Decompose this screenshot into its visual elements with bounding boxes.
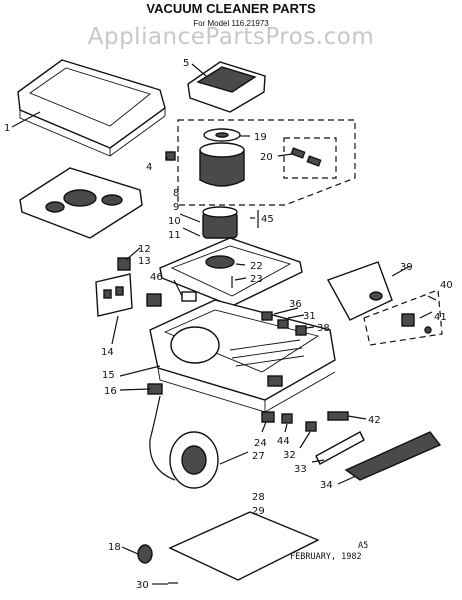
part-plug <box>147 383 163 395</box>
callout-34: 34 <box>320 480 333 491</box>
callout-42: 42 <box>368 415 381 426</box>
callout-8: 8 <box>173 188 179 199</box>
part-36 <box>261 311 273 321</box>
part-24 <box>261 411 275 423</box>
callout-4: 4 <box>146 162 152 173</box>
callout-30: 30 <box>136 580 149 591</box>
part-brush-b <box>306 155 322 167</box>
callout-13: 13 <box>138 256 151 267</box>
part-motor <box>199 128 245 187</box>
callout-19: 19 <box>254 132 267 143</box>
part-seal <box>205 255 235 269</box>
callout-22: 22 <box>250 261 263 272</box>
callout-labels: 1 5 4 8 9 10 11 12 13 46 14 15 16 19 20 … <box>4 58 453 591</box>
part-31 <box>277 319 289 329</box>
part-32 <box>305 421 317 432</box>
callout-31: 31 <box>303 311 316 322</box>
callout-41: 41 <box>434 312 447 323</box>
callout-32: 32 <box>283 450 296 461</box>
diagram-title: VACUUM CLEANER PARTS <box>146 1 316 16</box>
part-42 <box>327 411 349 421</box>
callout-44: 44 <box>277 436 290 447</box>
motor-group-outline <box>177 119 356 206</box>
part-lid-cover <box>17 59 166 157</box>
power-cord <box>149 395 176 481</box>
callout-20: 20 <box>260 152 273 163</box>
callout-38: 38 <box>317 323 330 334</box>
callout-36: 36 <box>289 299 302 310</box>
callout-27: 27 <box>252 451 265 462</box>
part-brush-a <box>290 147 306 159</box>
callout-9: 9 <box>173 202 179 213</box>
part-latch <box>181 291 197 302</box>
part-tray <box>19 167 143 239</box>
part-small-cap <box>165 151 176 161</box>
latch-group-outline <box>363 289 443 346</box>
callout-10: 10 <box>168 216 181 227</box>
part-cord-reel <box>169 431 219 489</box>
callout-16: 16 <box>104 386 117 397</box>
footer-code: A5 <box>358 541 368 551</box>
callout-5: 5 <box>183 58 189 69</box>
part-switch <box>117 257 131 271</box>
callout-46: 46 <box>150 272 163 283</box>
part-gasket <box>159 237 303 307</box>
callout-23: 23 <box>250 274 263 285</box>
footer-date: FEBRUARY, 1982 <box>290 552 362 562</box>
callout-15: 15 <box>102 370 115 381</box>
callout-24: 24 <box>254 438 267 449</box>
callout-40: 40 <box>440 280 453 291</box>
part-fan-housing <box>202 206 238 239</box>
part-41 <box>401 313 415 327</box>
callout-11: 11 <box>168 230 181 241</box>
callout-29: 29 <box>252 506 265 517</box>
part-wheel <box>137 544 153 564</box>
part-38 <box>295 325 307 336</box>
callout-45: 45 <box>261 214 274 225</box>
part-filter <box>187 61 266 113</box>
watermark: AppliancePartsPros.com <box>88 24 374 50</box>
callout-1: 1 <box>4 123 10 134</box>
callout-18: 18 <box>108 542 121 553</box>
part-rod <box>315 431 365 465</box>
part-switch-plate <box>95 273 133 317</box>
callout-14: 14 <box>101 347 114 358</box>
part-44 <box>281 413 293 424</box>
diagram-subtitle: For Model 116.21973 <box>193 19 269 28</box>
callout-33: 33 <box>294 464 307 475</box>
part-handle <box>326 261 393 321</box>
part-clip-46 <box>146 293 162 307</box>
part-main-housing <box>149 299 336 413</box>
brush-group-outline <box>283 137 337 179</box>
part-bottom-plate <box>168 511 320 581</box>
callout-39: 39 <box>400 262 413 273</box>
callout-28: 28 <box>252 492 265 503</box>
leader-lines <box>11 63 437 585</box>
callout-12: 12 <box>138 244 151 255</box>
